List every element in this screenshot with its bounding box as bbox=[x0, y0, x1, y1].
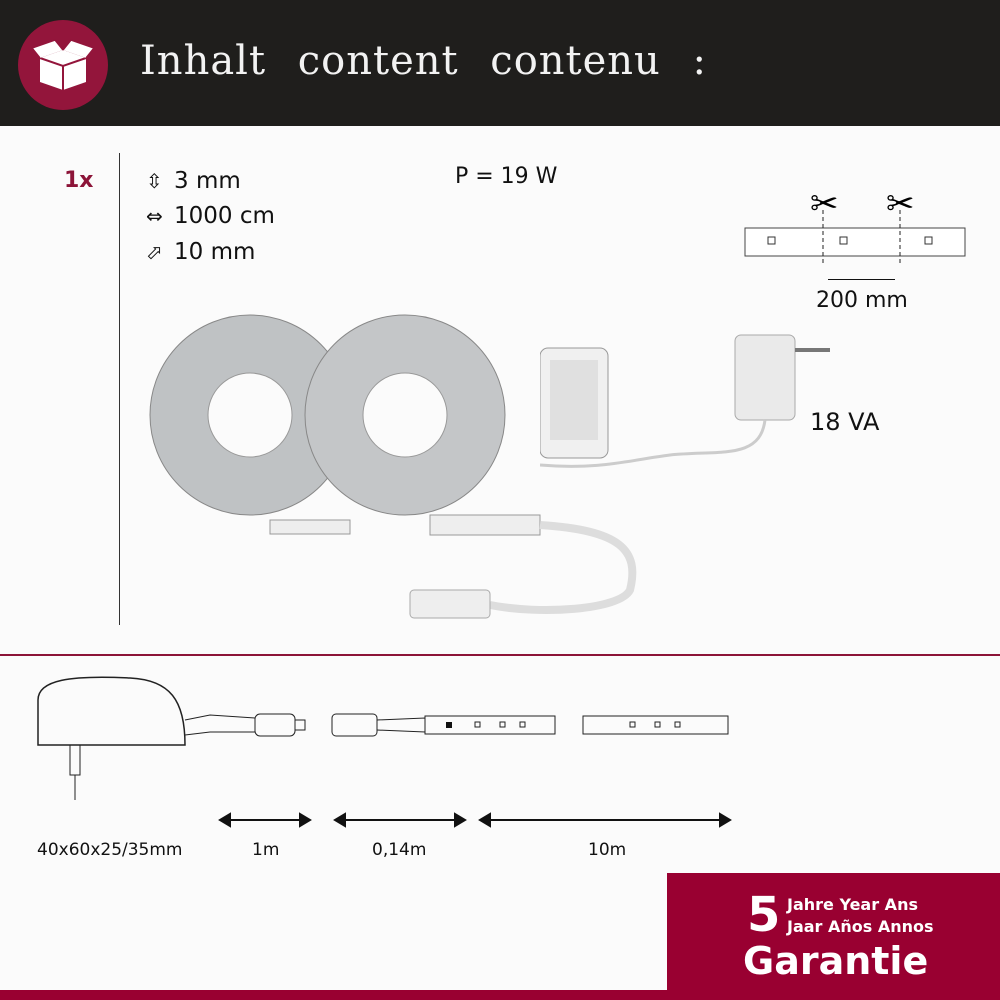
height-arrow-icon: ⇳ bbox=[146, 169, 163, 193]
spec-text: 10 mm bbox=[174, 239, 256, 265]
warranty-title: Garantie bbox=[743, 939, 929, 983]
remote-and-adapter-illustration bbox=[540, 334, 830, 468]
section-divider bbox=[0, 654, 1000, 656]
quantity-label: 1x bbox=[64, 168, 94, 193]
cut-diagram: ✂ ✂ bbox=[744, 184, 966, 280]
page-title: Inhalt content contenu : bbox=[140, 38, 708, 84]
warranty-badge: 5 Jahre Year Ans Jaar Años Annos Garanti… bbox=[667, 873, 1000, 1000]
spec-text: 1000 cm bbox=[174, 203, 275, 229]
cable2-length: 0,14m bbox=[372, 840, 427, 860]
spec-length: ⇔ 1000 cm bbox=[146, 203, 275, 229]
spec-width: ⬀ 10 mm bbox=[146, 239, 255, 265]
spec-text: 3 mm bbox=[174, 168, 241, 194]
cut-length-label: 200 mm bbox=[816, 288, 908, 313]
diagonal-arrow-icon: ⬀ bbox=[146, 240, 163, 264]
scissors-icon: ✂ bbox=[810, 184, 839, 224]
adapter-dimension: 40x60x25/35mm bbox=[37, 840, 183, 860]
warranty-years: 5 bbox=[747, 887, 781, 943]
power-label: P = 19 W bbox=[455, 164, 558, 189]
header-bar: Inhalt content contenu : bbox=[0, 0, 1000, 126]
width-arrow-icon: ⇔ bbox=[146, 204, 163, 228]
strip-length: 10m bbox=[588, 840, 627, 860]
box-icon bbox=[18, 20, 108, 110]
scissors-icon: ✂ bbox=[886, 184, 915, 224]
warranty-line1: Jahre Year Ans bbox=[787, 895, 918, 914]
warranty-line2: Jaar Años Annos bbox=[787, 917, 934, 936]
bottom-bar bbox=[0, 990, 1000, 1000]
connection-diagram bbox=[37, 676, 732, 828]
spec-height: ⇳ 3 mm bbox=[146, 168, 241, 194]
divider bbox=[119, 153, 120, 625]
adapter-rating-label: 18 VA bbox=[810, 408, 880, 436]
cable1-length: 1m bbox=[252, 840, 280, 860]
led-strip-reels-illustration bbox=[149, 314, 637, 619]
